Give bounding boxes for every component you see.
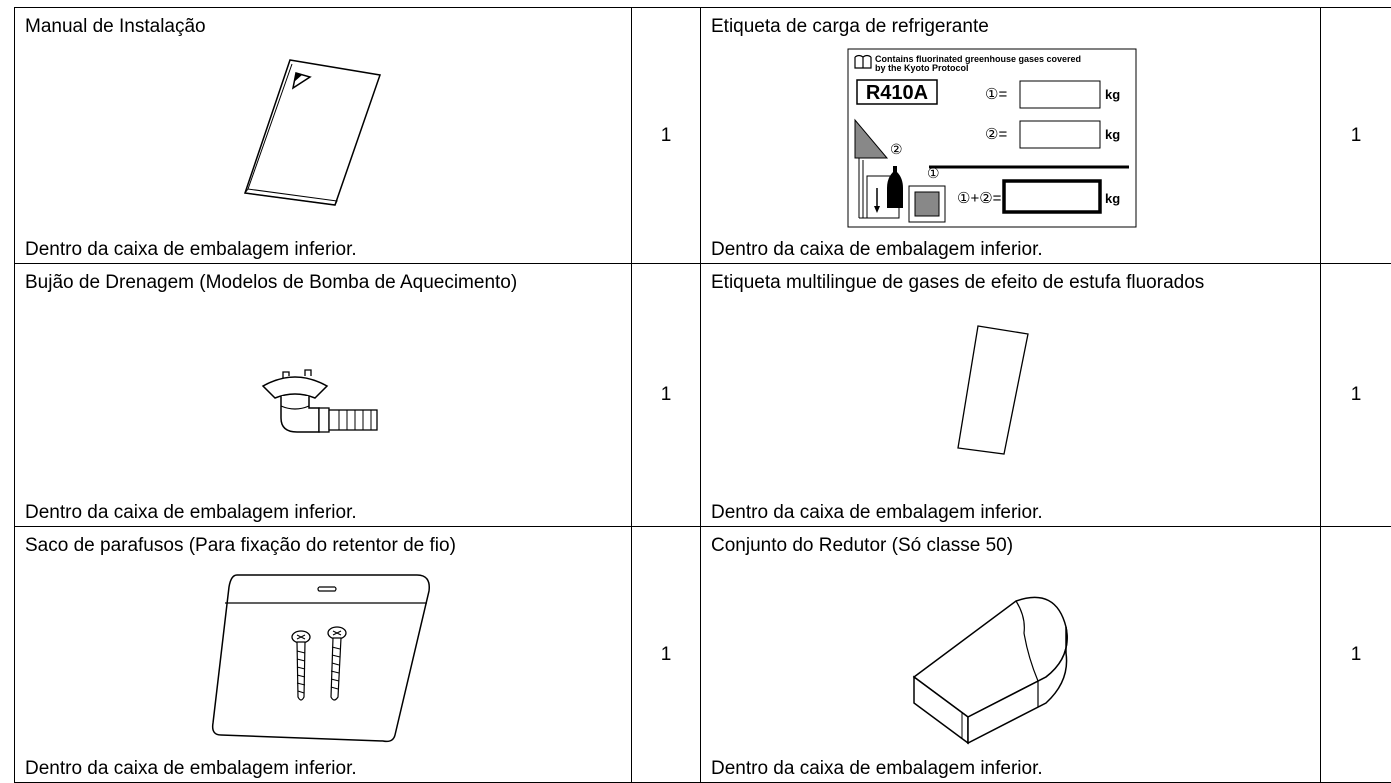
item-title: Manual de Instalação — [25, 16, 206, 38]
item-cell-refrigerant-label: Etiqueta de carga de refrigerante Contai… — [701, 8, 1321, 264]
marker-1: ① — [927, 165, 940, 181]
line2-unit: kg — [1105, 127, 1120, 142]
line2-marker: ②= — [985, 126, 1007, 143]
item-location: Dentro da caixa de embalagem inferior. — [25, 502, 357, 524]
total-marker: ①+②= — [957, 190, 1002, 207]
table-row: Manual de Instalação Dentro da caixa de … — [15, 8, 1391, 264]
item-quantity: 1 — [632, 264, 700, 526]
item-cell-installation-manual: Manual de Instalação Dentro da caixa de … — [15, 8, 632, 264]
item-cell-screw-bag: Saco de parafusos (Para fixação do reten… — [15, 527, 632, 783]
total-unit: kg — [1105, 191, 1120, 206]
item-cell-drain-plug: Bujão de Drenagem (Modelos de Bomba de A… — [15, 264, 632, 527]
drain-plug-icon — [255, 356, 385, 436]
quantity-cell: 1 — [1321, 264, 1391, 527]
multilingual-label-strip-icon — [956, 324, 1036, 459]
quantity-cell: 1 — [632, 527, 701, 783]
item-quantity: 1 — [1321, 264, 1391, 526]
item-title: Etiqueta multilingue de gases de efeito … — [711, 272, 1204, 294]
line1-marker: ①= — [985, 86, 1007, 103]
label-header-line2: by the Kyoto Protocol — [875, 63, 969, 73]
item-quantity: 1 — [632, 527, 700, 782]
quantity-cell: 1 — [1321, 527, 1391, 783]
manual-book-icon — [240, 55, 390, 210]
item-cell-multilingual-label: Etiqueta multilingue de gases de efeito … — [701, 264, 1321, 527]
refrigerant-name: R410A — [866, 82, 928, 104]
item-title: Etiqueta de carga de refrigerante — [711, 16, 989, 38]
quantity-cell: 1 — [632, 264, 701, 527]
refrigerant-charge-label-icon: Contains fluorinated greenhouse gases co… — [847, 48, 1137, 228]
item-location: Dentro da caixa de embalagem inferior. — [711, 502, 1043, 524]
table-row: Saco de parafusos (Para fixação do reten… — [15, 527, 1391, 783]
item-quantity: 1 — [1321, 527, 1391, 782]
item-quantity: 1 — [1321, 8, 1391, 263]
item-title: Saco de parafusos (Para fixação do reten… — [25, 535, 456, 557]
item-quantity: 1 — [632, 8, 700, 263]
item-location: Dentro da caixa de embalagem inferior. — [25, 758, 357, 780]
table-row: Bujão de Drenagem (Modelos de Bomba de A… — [15, 264, 1391, 527]
item-location: Dentro da caixa de embalagem inferior. — [25, 239, 357, 261]
item-title: Bujão de Drenagem (Modelos de Bomba de A… — [25, 272, 517, 294]
marker-2: ② — [890, 141, 903, 157]
accessories-table: Manual de Instalação Dentro da caixa de … — [14, 7, 1391, 783]
item-cell-reducer-assembly: Conjunto do Redutor (Só classe 50) — [701, 527, 1321, 783]
item-location: Dentro da caixa de embalagem inferior. — [711, 758, 1043, 780]
reducer-assembly-icon — [906, 577, 1076, 747]
screw-bag-icon — [207, 567, 437, 745]
quantity-cell: 1 — [632, 8, 701, 264]
item-location: Dentro da caixa de embalagem inferior. — [711, 239, 1043, 261]
item-title: Conjunto do Redutor (Só classe 50) — [711, 535, 1013, 557]
quantity-cell: 1 — [1321, 8, 1391, 264]
line1-unit: kg — [1105, 87, 1120, 102]
